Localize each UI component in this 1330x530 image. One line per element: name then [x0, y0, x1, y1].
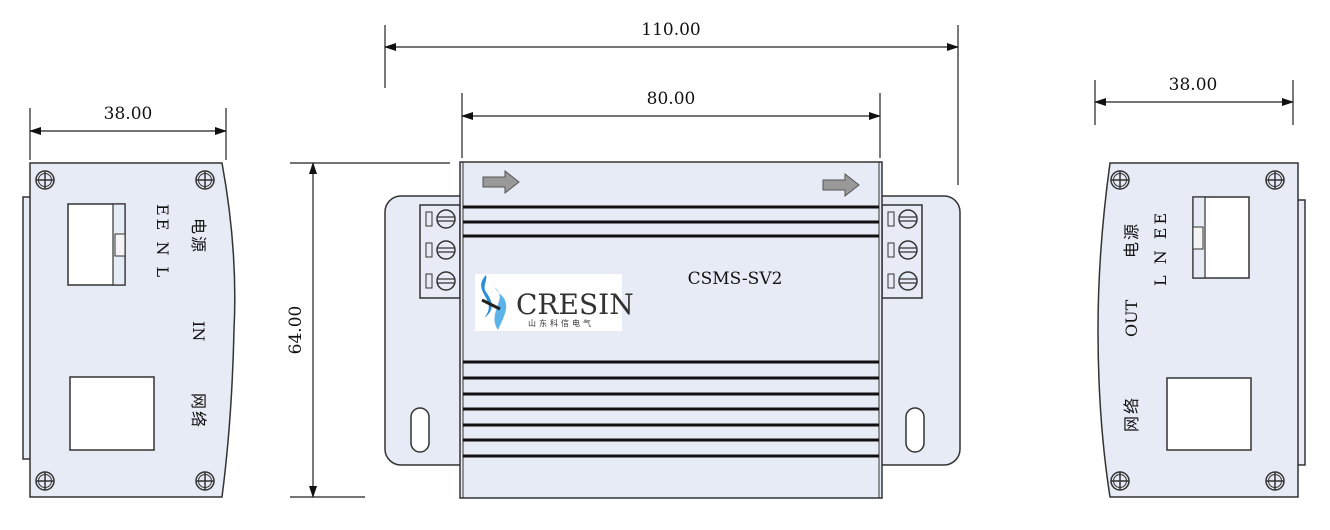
- screw-icon: [1110, 471, 1130, 491]
- power-label: 电源: [189, 218, 208, 254]
- total-length-dimension: 110.00: [641, 20, 700, 40]
- terminal-labels: L N EE: [1151, 210, 1170, 286]
- terminal-labels: EE N L: [153, 204, 172, 280]
- network-port: [69, 376, 155, 451]
- screw-icon: [195, 471, 215, 491]
- right-end-view: 38.00 L N EE 电源 OUT 网络: [1094, 75, 1306, 498]
- screw-icon: [1265, 471, 1285, 491]
- svg-text:山东科信电气: 山东科信电气: [528, 318, 594, 328]
- body-length-dimension: 80.00: [647, 89, 696, 109]
- arrow-right-icon: [482, 169, 520, 195]
- right-width-dimension: 38.00: [1169, 75, 1218, 95]
- arrow-right-icon: [822, 172, 860, 198]
- io-label: OUT: [1122, 299, 1141, 337]
- cresin-logo: CRESIN 山东科信电气: [475, 274, 634, 331]
- io-label: IN: [189, 321, 208, 341]
- height-dimension: 64.00: [286, 306, 306, 355]
- mounting-slot: [410, 407, 430, 453]
- network-label: 网络: [1122, 396, 1141, 432]
- left-width-dimension: 38.00: [104, 104, 153, 124]
- network-port: [1166, 377, 1252, 451]
- screw-icon: [35, 170, 55, 190]
- network-label: 网络: [189, 393, 208, 429]
- svg-text:CRESIN: CRESIN: [516, 288, 634, 321]
- screw-icon: [1110, 170, 1130, 190]
- model-label: CSMS-SV2: [688, 269, 783, 289]
- power-connector: [1192, 196, 1250, 279]
- left-end-view: 38.00 EE N L 电源 IN 网络: [22, 104, 236, 498]
- power-connector: [67, 203, 126, 286]
- screw-icon: [35, 471, 55, 491]
- screw-icon: [1265, 170, 1285, 190]
- heat-sink-stripes: [463, 205, 879, 458]
- power-label: 电源: [1122, 222, 1141, 258]
- terminal-block-left: [419, 204, 461, 299]
- mounting-slot: [905, 407, 925, 453]
- terminal-block-right: [881, 204, 923, 299]
- screw-icon: [195, 170, 215, 190]
- front-view: 110.00 80.00 64.00: [286, 20, 961, 499]
